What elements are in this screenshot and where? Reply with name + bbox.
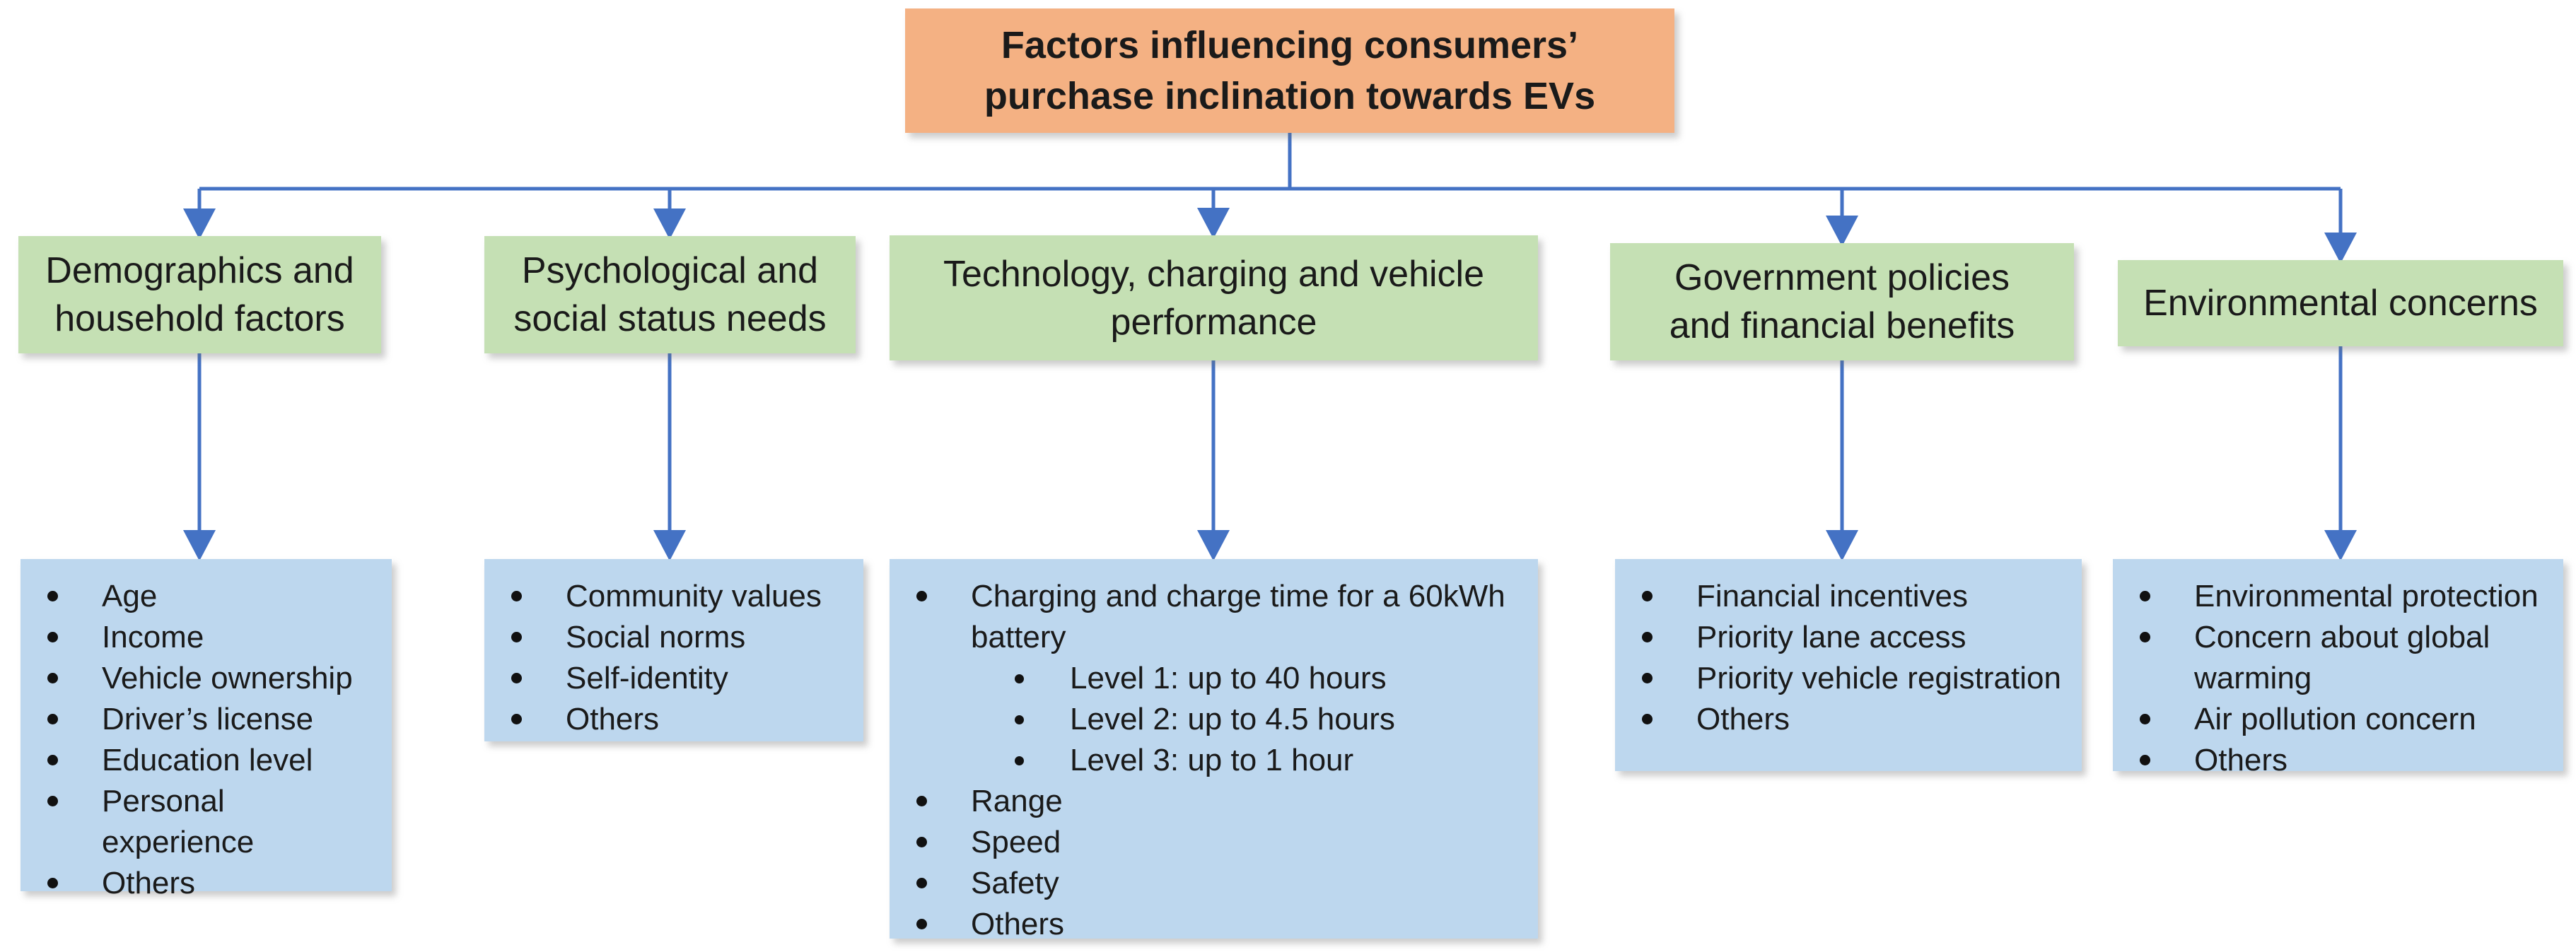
category-box-environmental: Environmental concerns	[2118, 260, 2563, 346]
list-item: Vehicle ownership	[21, 658, 380, 699]
list-item: Speed	[890, 822, 1527, 863]
list-item: Air pollution concern	[2113, 699, 2552, 740]
bullet-list-demographics: Age Income Vehicle ownership Driver’s li…	[21, 559, 392, 912]
list-item: Personal experience	[21, 781, 282, 863]
sub-list-item: Level 1: up to 40 hours	[971, 658, 1527, 699]
detail-box-demographics: Age Income Vehicle ownership Driver’s li…	[21, 559, 392, 900]
bullet-list-government: Financial incentives Priority lane acces…	[1615, 559, 2082, 748]
root-title-line-1: Factors influencing consumers’	[1001, 24, 1579, 66]
root-title-line-2: purchase inclination towards EVs	[984, 75, 1596, 117]
list-item: Priority vehicle registration	[1615, 658, 2070, 699]
list-item: Environmental protection	[2113, 576, 2552, 617]
bullet-list-technology: Charging and charge time for a 60kWh bat…	[890, 559, 1538, 952]
bullet-list-environmental: Environmental protection Concern about g…	[2113, 559, 2563, 789]
list-item: Others	[2113, 740, 2552, 781]
root-title-box: Factors influencing consumers’ purchase …	[905, 8, 1674, 133]
category-box-demographics: Demographics and household factors	[18, 236, 381, 353]
list-item: Priority lane access	[1615, 617, 2070, 658]
detail-box-psychological: Community values Social norms Self-ident…	[484, 559, 863, 741]
category-title: Psychological and social status needs	[513, 250, 827, 339]
category-title: Government policies and financial benefi…	[1669, 257, 2015, 346]
list-item: Others	[1615, 699, 2070, 740]
list-item: Others	[484, 699, 852, 740]
list-item: Community values	[484, 576, 852, 617]
category-title: Technology, charging and vehicle perform…	[943, 253, 1485, 343]
list-item: Charging and charge time for a 60kWh bat…	[890, 576, 1527, 781]
list-item: Others	[21, 863, 380, 904]
list-item: Self-identity	[484, 658, 852, 699]
list-item: Driver’s license	[21, 699, 380, 740]
category-box-government: Government policies and financial benefi…	[1610, 243, 2074, 360]
list-item: Income	[21, 617, 380, 658]
category-box-psychological: Psychological and social status needs	[484, 236, 856, 353]
sub-bullet-list-charging-levels: Level 1: up to 40 hours Level 2: up to 4…	[971, 658, 1527, 781]
list-item: Age	[21, 576, 380, 617]
list-item: Range	[890, 781, 1527, 822]
category-box-technology: Technology, charging and vehicle perform…	[890, 235, 1538, 360]
detail-box-environmental: Environmental protection Concern about g…	[2113, 559, 2563, 777]
list-item: Education level	[21, 740, 380, 781]
list-item: Social norms	[484, 617, 852, 658]
list-item: Financial incentives	[1615, 576, 2070, 617]
sub-list-item: Level 3: up to 1 hour	[971, 740, 1527, 781]
sub-list-item: Level 2: up to 4.5 hours	[971, 699, 1527, 740]
detail-box-government: Financial incentives Priority lane acces…	[1615, 559, 2082, 771]
list-item: Safety	[890, 863, 1527, 904]
detail-box-technology: Charging and charge time for a 60kWh bat…	[890, 559, 1538, 941]
list-item-text: Charging and charge time for a 60kWh bat…	[971, 579, 1505, 654]
category-title: Environmental concerns	[2143, 283, 2538, 324]
list-item: Others	[890, 904, 1527, 945]
bullet-list-psychological: Community values Social norms Self-ident…	[484, 559, 863, 748]
list-item: Concern about global warming	[2113, 617, 2552, 699]
category-title: Demographics and household factors	[45, 250, 354, 339]
